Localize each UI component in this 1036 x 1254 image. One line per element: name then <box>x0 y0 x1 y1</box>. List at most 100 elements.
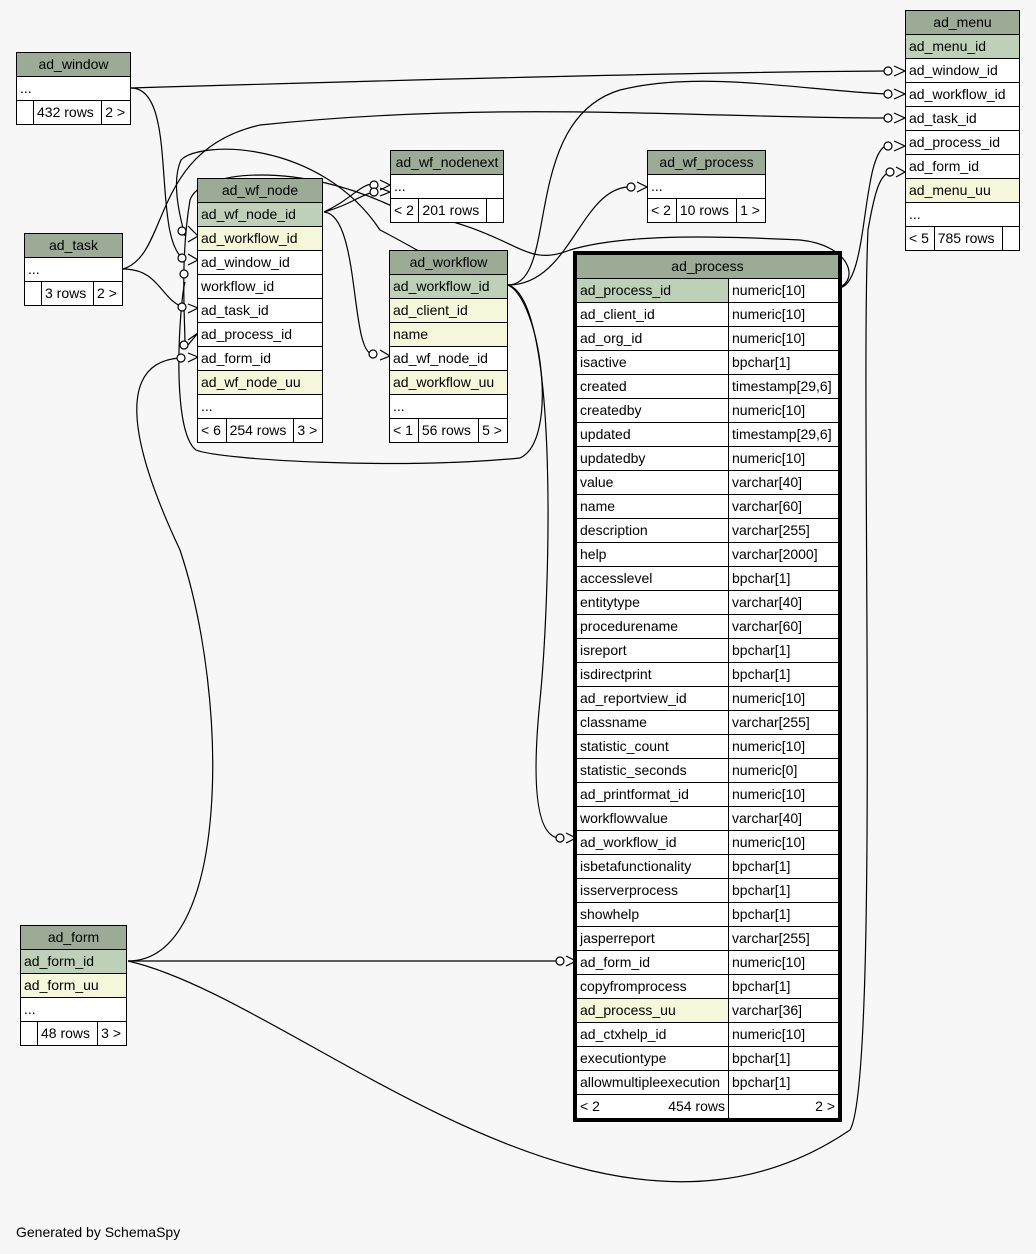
children-count: 3 > <box>97 1021 127 1046</box>
column-name-cell: isactive <box>576 350 729 375</box>
column-ad-workflow-uu: ad_workflow_uu <box>389 370 508 395</box>
primary-key-column: ad_workflow_id <box>389 274 508 299</box>
column-type-cell: bpchar[1] <box>728 662 839 687</box>
row-count: 3 rows <box>40 281 95 306</box>
table-ad-wf-node[interactable]: ad_wf_node ad_wf_node_id ad_workflow_id … <box>197 178 323 443</box>
table-row: ... <box>389 394 508 419</box>
column-type-cell: bpchar[1] <box>728 854 839 879</box>
children-cell <box>1002 226 1020 251</box>
column-name-cell: procedurename <box>576 614 729 639</box>
column-type-cell: numeric[10] <box>728 302 839 327</box>
column-name-cell: name <box>576 494 729 519</box>
table-ad-wf-process[interactable]: ad_wf_process ... < 2 10 rows 1 > <box>647 150 766 223</box>
column-name-cell: accesslevel <box>576 566 729 591</box>
column-name-cell: entitytype <box>576 590 729 615</box>
table-title: ad_menu <box>905 10 1020 35</box>
row-count: 201 rows <box>418 198 487 223</box>
column-name-cell: isdirectprint <box>576 662 729 687</box>
column-type-cell: numeric[10] <box>728 326 839 351</box>
column-ad-window-id: ad_window_id <box>197 250 323 275</box>
column-workflow-id: workflow_id <box>197 274 323 299</box>
children-count: 2 > <box>101 100 131 125</box>
table-row: ... <box>647 174 766 199</box>
parents-count: < 2 <box>647 198 677 223</box>
column-type-cell: varchar[255] <box>728 710 839 735</box>
table-ad-form[interactable]: ad_form ad_form_id ad_form_uu ... 48 row… <box>20 925 127 1046</box>
table-title: ad_task <box>24 233 123 258</box>
table-row: ... <box>905 202 1020 227</box>
children-count: 3 > <box>293 418 323 443</box>
table-ad-menu[interactable]: ad_menu ad_menu_id ad_window_id ad_workf… <box>905 10 1020 251</box>
table-title: ad_workflow <box>389 250 508 275</box>
column-ad-workflow-id: ad_workflow_id <box>905 82 1020 107</box>
column-ad-process-id: ad_process_id <box>197 322 323 347</box>
column-name-cell: showhelp <box>576 902 729 927</box>
children-cell <box>486 198 504 223</box>
parents-count: < 1 <box>389 418 419 443</box>
children-count: 2 > <box>93 281 123 306</box>
row-count: 454 rows <box>668 1098 725 1114</box>
column-type-cell: numeric[10] <box>728 686 839 711</box>
column-name-cell: ad_form_id <box>576 950 729 975</box>
row-count: 432 rows <box>32 100 103 125</box>
parents-cell <box>16 100 34 125</box>
column-type-cell: bpchar[1] <box>728 638 839 663</box>
table-row: ... <box>24 257 123 282</box>
column-ad-client-id: ad_client_id <box>389 298 508 323</box>
column-name-cell: createdby <box>576 398 729 423</box>
children-count: 1 > <box>736 198 766 223</box>
column-name-cell: ad_org_id <box>576 326 729 351</box>
footer-credit: Generated by SchemaSpy <box>16 1224 181 1240</box>
column-type-cell: numeric[10] <box>728 782 839 807</box>
column-ad-workflow-id: ad_workflow_id <box>197 226 323 251</box>
column-name-cell: jasperreport <box>576 926 729 951</box>
column-ad-process-id: ad_process_id <box>905 130 1020 155</box>
table-ad-wf-nodenext[interactable]: ad_wf_nodenext ... < 2 201 rows <box>389 150 504 223</box>
column-type-cell: numeric[0] <box>728 758 839 783</box>
table-ad-workflow[interactable]: ad_workflow ad_workflow_id ad_client_id … <box>389 250 508 443</box>
column-name-cell: ad_printformat_id <box>576 782 729 807</box>
column-type-cell: bpchar[1] <box>728 350 839 375</box>
column-type-cell: numeric[10] <box>728 950 839 975</box>
column-type-cell: numeric[10] <box>728 1022 839 1047</box>
column-type-cell: varchar[60] <box>728 494 839 519</box>
table-title: ad_window <box>16 52 131 77</box>
row-count: 48 rows <box>36 1021 99 1046</box>
table-ad-window[interactable]: ad_window ... 432 rows 2 > <box>16 52 131 125</box>
column-ad-task-id: ad_task_id <box>905 106 1020 131</box>
column-name-cell: copyfromprocess <box>576 974 729 999</box>
column-ad-wf-node-uu: ad_wf_node_uu <box>197 370 323 395</box>
column-type-cell: timestamp[29,6] <box>728 422 839 447</box>
table-title: ad_form <box>20 925 127 950</box>
column-type-cell: bpchar[1] <box>728 974 839 999</box>
table-ad-task[interactable]: ad_task ... 3 rows 2 > <box>24 233 123 306</box>
children-count: 2 > <box>728 1094 839 1119</box>
column-type-cell: varchar[36] <box>728 998 839 1023</box>
column-name-cell: ad_process_id <box>576 278 729 303</box>
column-name-cell: isbetafunctionality <box>576 854 729 879</box>
column-ad-task-id: ad_task_id <box>197 298 323 323</box>
